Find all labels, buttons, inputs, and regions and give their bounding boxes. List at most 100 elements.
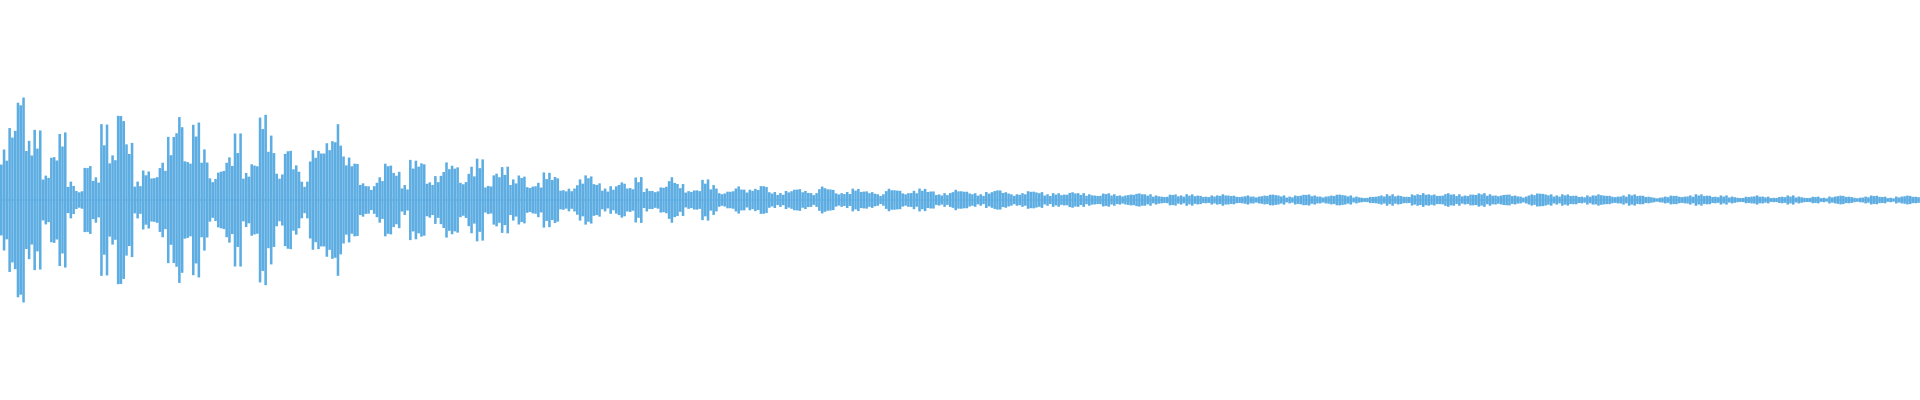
waveform-bar <box>264 114 267 286</box>
waveform-bar <box>890 190 893 210</box>
waveform-bar <box>1369 196 1372 204</box>
waveform-bar <box>812 195 816 205</box>
waveform-bar <box>61 146 64 254</box>
waveform-bar <box>659 187 663 213</box>
waveform-bar <box>1346 196 1350 204</box>
waveform-bar <box>998 190 1002 210</box>
waveform-bar <box>1761 196 1764 204</box>
waveform-bar <box>381 181 384 219</box>
waveform-bar <box>795 189 799 211</box>
waveform-bar <box>862 191 866 209</box>
waveform-bar <box>1472 194 1475 206</box>
waveform-bar <box>790 191 793 209</box>
waveform-bar <box>133 186 137 214</box>
waveform-bar <box>520 178 523 222</box>
waveform-bar <box>834 193 838 207</box>
waveform-bar <box>1594 195 1597 205</box>
waveform-bar <box>1858 197 1862 203</box>
waveform-bar <box>779 193 782 207</box>
waveform-bar <box>946 195 949 205</box>
waveform-bar <box>678 188 682 212</box>
waveform-bar <box>1224 195 1227 205</box>
waveform-bar <box>1408 197 1411 203</box>
waveform-bar <box>642 191 646 209</box>
waveform-bar <box>484 187 487 213</box>
waveform-bar <box>397 171 401 229</box>
waveform-bar <box>1040 192 1044 208</box>
waveform-bar <box>787 192 791 208</box>
waveform-bar <box>1772 197 1776 203</box>
waveform-bar <box>1572 195 1575 205</box>
waveform-bar <box>461 184 465 216</box>
waveform-bar <box>801 192 804 208</box>
waveform-bar <box>439 175 443 225</box>
waveform-bar <box>809 193 813 207</box>
waveform-bar <box>331 141 334 259</box>
waveform-bar <box>1363 198 1367 202</box>
waveform-bar <box>183 161 187 239</box>
waveform-bar <box>723 193 727 207</box>
waveform-bar <box>147 171 151 229</box>
waveform-bar <box>1800 197 1803 203</box>
waveform-bar <box>228 157 231 243</box>
waveform-bar <box>609 186 612 214</box>
waveform-bar <box>1778 196 1781 204</box>
waveform-bar <box>269 135 273 265</box>
waveform-bar <box>64 132 67 268</box>
waveform-bar <box>44 175 48 225</box>
waveform-bar <box>1725 195 1728 205</box>
waveform-bar <box>1908 195 1912 205</box>
waveform-bar <box>548 172 551 228</box>
waveform-bar <box>1864 196 1867 204</box>
waveform-bar <box>603 188 607 212</box>
waveform-bar <box>1344 195 1347 205</box>
waveform-bar <box>36 148 39 252</box>
waveform-bar <box>1677 196 1681 204</box>
waveform-bar <box>22 97 25 303</box>
waveform-bar <box>979 194 983 206</box>
waveform-bar <box>1129 194 1133 206</box>
waveform-bar <box>606 191 610 209</box>
waveform-bar <box>879 195 882 205</box>
waveform-bar <box>1396 195 1400 205</box>
waveform-bar <box>30 155 34 245</box>
waveform-bar <box>876 194 880 206</box>
waveform-bar <box>517 175 521 225</box>
waveform-bar <box>189 163 192 237</box>
waveform-bar <box>1246 195 1250 205</box>
waveform-bar <box>5 160 9 240</box>
waveform-bar <box>111 155 114 245</box>
waveform-bar <box>848 194 852 206</box>
waveform-bar <box>1405 196 1408 204</box>
waveform-bar <box>687 191 690 209</box>
waveform-bar <box>150 178 153 222</box>
waveform-bar <box>1825 198 1828 202</box>
waveform-bar <box>1497 196 1500 204</box>
waveform-bar <box>1591 195 1595 205</box>
waveform-bar <box>1035 192 1038 208</box>
waveform-bar <box>1702 196 1706 204</box>
waveform-bar <box>854 190 857 210</box>
waveform-bar <box>1775 197 1778 203</box>
waveform-bar <box>673 182 676 218</box>
waveform-bar <box>614 186 618 214</box>
waveform-bar <box>1883 196 1887 204</box>
waveform-bar <box>1371 196 1375 204</box>
waveform-bar <box>1533 195 1536 205</box>
waveform-bar <box>1647 196 1650 204</box>
waveform-bar <box>556 178 560 222</box>
waveform-bar <box>1850 197 1853 203</box>
waveform-bar <box>715 188 718 212</box>
waveform-bar <box>1424 194 1428 206</box>
waveform-bar <box>651 191 654 209</box>
waveform-bar <box>1085 195 1088 205</box>
waveform-bar <box>1140 194 1144 206</box>
waveform-bar <box>289 150 292 250</box>
waveform-bar <box>971 194 974 206</box>
waveform-bar <box>1705 195 1709 205</box>
waveform-bar <box>1833 196 1837 204</box>
waveform-bar <box>1174 194 1177 206</box>
waveform-bar <box>1202 196 1205 204</box>
waveform-bar <box>478 168 482 232</box>
waveform-bar <box>1335 194 1339 206</box>
